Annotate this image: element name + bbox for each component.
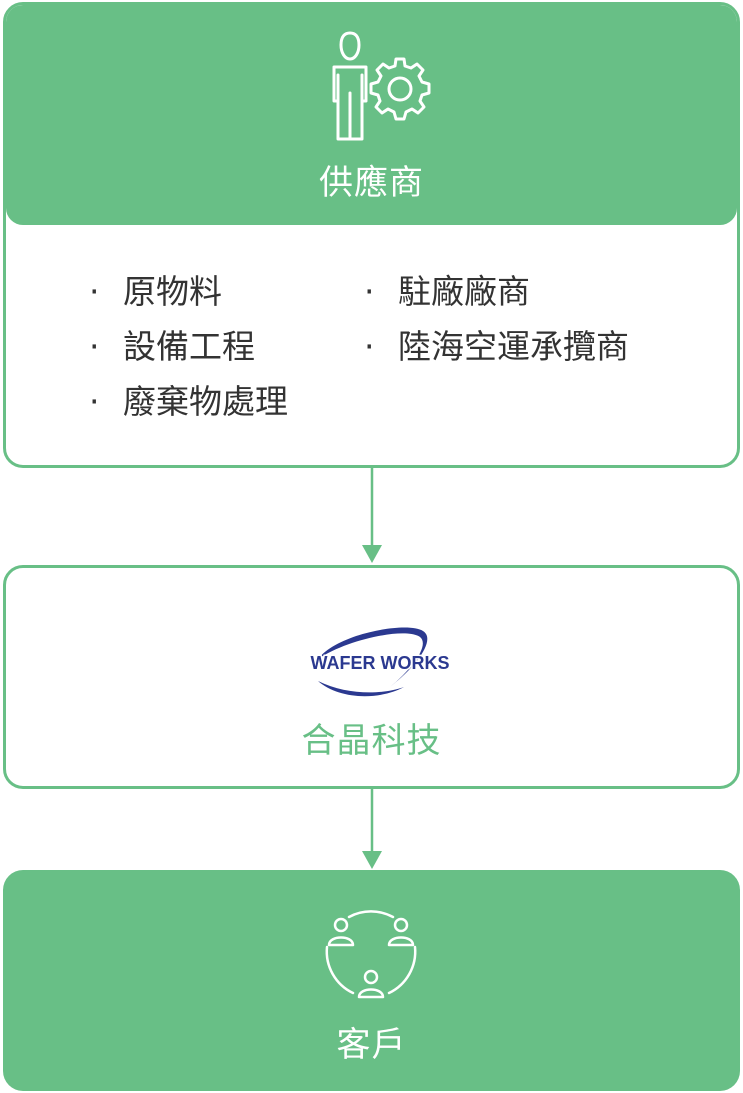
bullet: · (89, 382, 100, 421)
supplier-item: ·廢棄物處理 (89, 377, 288, 427)
flow-arrow-down (362, 789, 382, 869)
bullet: · (89, 327, 100, 366)
supplier-item: ·設備工程 (89, 322, 255, 372)
supplier-item: ·駐廠廠商 (364, 267, 530, 317)
supplier-box: 供應商 ·原物料 ·設備工程 ·廢棄物處理 ·駐廠廠商 ·陸海空運承攬商 (3, 2, 740, 468)
customer-title: 客戶 (336, 1025, 407, 1065)
supplier-item: ·陸海空運承攬商 (364, 322, 629, 372)
flow-arrow-down (362, 465, 382, 563)
supplier-header: 供應商 (6, 5, 737, 225)
supplier-item: ·原物料 (89, 267, 222, 317)
bullet: · (364, 327, 375, 366)
wafer-works-logo: WAFER WORKS (309, 627, 451, 697)
person-gear-icon (332, 31, 431, 141)
customer-box: 客戶 (3, 870, 740, 1091)
bullet: · (89, 272, 100, 311)
customers-cycle-icon (325, 910, 417, 999)
company-title: 合晶科技 (301, 721, 442, 761)
svg-text:WAFER WORKS: WAFER WORKS (311, 653, 450, 673)
company-box: WAFER WORKS 合晶科技 (3, 565, 740, 789)
supplier-title: 供應商 (319, 163, 424, 203)
bullet: · (364, 272, 375, 311)
